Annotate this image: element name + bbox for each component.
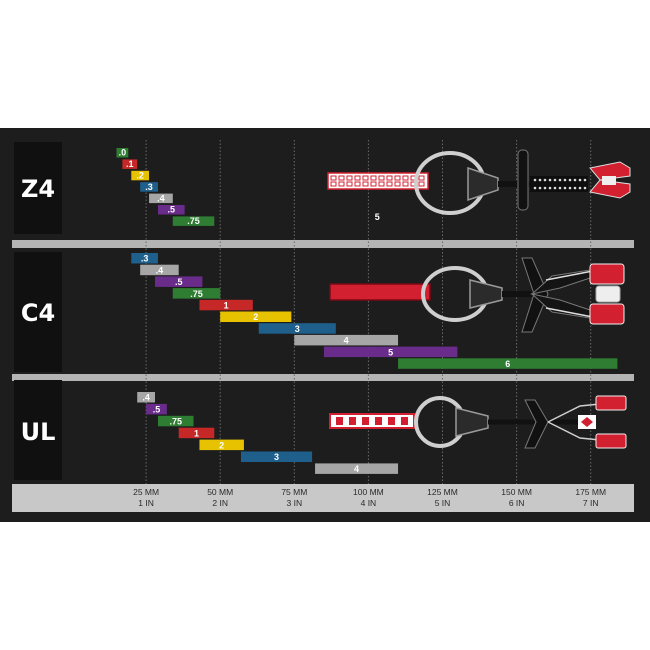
size-bar-label: .75 (187, 216, 200, 226)
size-bar (157, 415, 194, 427)
size-bar-label: .4 (142, 393, 150, 403)
size-bar (240, 451, 313, 462)
size-annotation: 5 (375, 212, 380, 222)
group-label: UL (21, 418, 56, 446)
x-tick-label-mm: 75 MM (281, 487, 307, 497)
size-bar-label: 5 (388, 347, 393, 357)
size-bar-label: 3 (274, 452, 279, 462)
x-tick-label-in: 6 IN (509, 498, 525, 508)
group-separator (12, 374, 634, 381)
size-bar-label: .5 (175, 277, 183, 287)
group-ul: UL .4.5 .75 1 2 3 4 (14, 380, 627, 480)
group-label-box (14, 252, 62, 372)
size-bar-label: 4 (354, 464, 359, 474)
size-bar (258, 323, 336, 334)
group-z4: Z4 .0.1.2.3 .4.5 .75 5 (14, 142, 631, 234)
size-bar (137, 392, 155, 403)
size-bar-label: 3 (295, 324, 300, 334)
size-bar-label: .4 (157, 193, 165, 203)
size-bar (172, 216, 215, 226)
size-bar-label: .75 (190, 289, 203, 299)
size-bar-label: .0 (119, 148, 127, 158)
size-bar-label: 6 (505, 359, 510, 369)
size-bar (172, 288, 221, 299)
size-bar-label: .3 (141, 254, 149, 264)
size-bar-label: .1 (126, 159, 134, 169)
x-tick-label-mm: 175 MM (575, 487, 606, 497)
size-bar (157, 205, 185, 215)
group-label: Z4 (21, 175, 55, 203)
group-c4: C4 .3 .4 .5 .75 1 2 3 4 5 6 (14, 252, 625, 372)
size-bar-label: .4 (156, 265, 164, 275)
size-bar-label: 2 (253, 312, 258, 322)
size-bar-label: 4 (344, 336, 349, 346)
size-bar (131, 253, 158, 264)
axis-band (12, 484, 634, 512)
size-bar (199, 299, 253, 311)
c4-cam-icon (329, 257, 625, 333)
size-bar (398, 358, 618, 369)
x-tick-label-mm: 50 MM (207, 487, 233, 497)
size-bar-label: .5 (153, 405, 161, 415)
x-tick-label-mm: 25 MM (133, 487, 159, 497)
size-bar (131, 170, 150, 181)
group-label-box (14, 380, 62, 480)
size-bar (140, 182, 158, 192)
group-label: C4 (21, 299, 55, 327)
group-separator (12, 240, 634, 248)
size-bar (220, 311, 292, 322)
x-tick-label-mm: 150 MM (501, 487, 532, 497)
size-bar-label: 2 (219, 440, 224, 450)
size-bar (315, 463, 399, 474)
x-tick-label-in: 1 IN (138, 498, 154, 508)
x-tick-label-in: 4 IN (361, 498, 377, 508)
size-bar-label: 1 (224, 301, 229, 311)
size-bar-label: .5 (168, 205, 176, 215)
size-bar-label: .75 (169, 417, 182, 427)
size-bar (323, 346, 458, 358)
size-bar (294, 334, 399, 346)
group-label-box (14, 142, 62, 234)
size-bar (199, 439, 244, 451)
x-tick-label-mm: 100 MM (353, 487, 384, 497)
size-bar (146, 403, 167, 415)
x-tick-label-in: 7 IN (583, 498, 599, 508)
size-bar (149, 193, 173, 204)
size-bar (116, 148, 129, 158)
z4-cam-icon (327, 149, 631, 215)
size-bar-label: .3 (145, 182, 153, 192)
x-tick-label-in: 5 IN (435, 498, 451, 508)
size-bar-label: 1 (194, 428, 199, 438)
size-bar (154, 276, 203, 287)
x-tick-label-mm: 125 MM (427, 487, 458, 497)
ul-cam-icon (329, 395, 627, 449)
x-tick-label-in: 3 IN (287, 498, 303, 508)
size-bar-label: .2 (136, 171, 144, 181)
size-bar (140, 264, 179, 276)
size-bar (122, 159, 138, 169)
size-bar (178, 427, 215, 439)
x-tick-label-in: 2 IN (212, 498, 228, 508)
